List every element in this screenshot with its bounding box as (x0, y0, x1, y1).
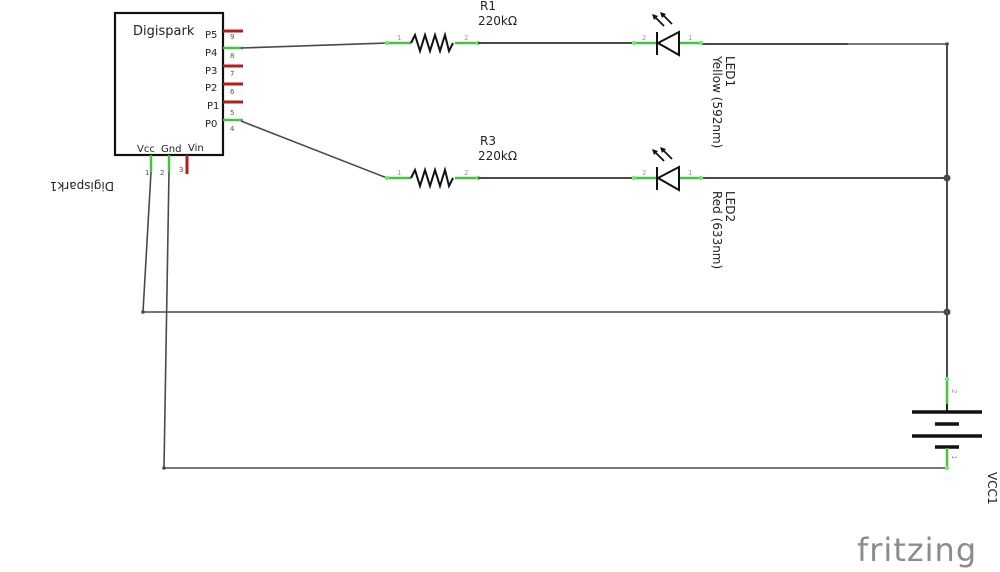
vcc-pin2-num: 2 (950, 389, 958, 393)
pin-p2-label: P2 (205, 83, 217, 94)
vcc-battery[interactable]: 2 1 VCC1 (912, 376, 999, 505)
led2-component[interactable]: 2 1 LED2 Red (633nm) (631, 147, 737, 269)
pin-p0-label: P0 (205, 119, 217, 130)
diode-triangle-icon (655, 30, 680, 57)
resistor-r1[interactable]: 1 2 R1 220kΩ (384, 0, 517, 55)
r1-pin2-num: 2 (464, 34, 468, 42)
led2-pin2-num: 2 (642, 169, 646, 177)
r1-pin1-dot (384, 40, 390, 46)
pin-p3-label: P3 (205, 66, 217, 77)
r1-pin1-num: 1 (397, 34, 401, 42)
wire-end-dot (141, 310, 145, 314)
pin-p3-num: 7 (230, 70, 234, 78)
r3-value: 220kΩ (478, 149, 517, 163)
r1-ref: R1 (480, 0, 496, 13)
r3-pin1-num: 1 (397, 169, 401, 177)
vcc-pin2-dot (944, 376, 950, 382)
pin-p5-num: 9 (230, 33, 234, 41)
led1-pin2-dot (631, 40, 637, 46)
wire-end-dot (162, 466, 166, 470)
vcc-pin1-num: 1 (950, 455, 958, 459)
pin-p2[interactable]: P2 6 (205, 82, 243, 96)
led1-pin2-num: 2 (642, 34, 646, 42)
light-emit-arrows-icon (652, 147, 673, 162)
resistor-r3[interactable]: 1 2 R3 220kΩ (384, 134, 517, 190)
resistor-zigzag-icon (410, 166, 454, 190)
pin-vin[interactable]: Vin 3 (179, 143, 204, 174)
pin-vin-label: Vin (188, 143, 204, 154)
pin-p1-num: 5 (230, 109, 234, 117)
resistor-zigzag-icon (410, 31, 454, 55)
pin-vcc-num: 1 (145, 169, 149, 177)
wire-end-dot (945, 42, 949, 46)
wire-vcc-down[interactable] (142, 171, 152, 313)
pin-p3[interactable]: P3 7 (205, 64, 243, 78)
pin-gnd[interactable]: Gnd 2 (160, 144, 181, 177)
led1-pin1-num: 1 (688, 34, 692, 42)
diode-triangle-icon (655, 165, 680, 192)
digispark-title: Digispark (133, 24, 195, 39)
led1-desc: Yellow (592nm) (710, 55, 724, 148)
pin-p1[interactable]: P1 5 (207, 100, 243, 117)
wires (141, 42, 951, 470)
wire-p4-r1[interactable] (240, 42, 388, 49)
light-emit-arrows-icon (652, 12, 673, 27)
junction-dot (943, 308, 951, 316)
digispark-body (113, 11, 225, 157)
led1-ref: LED1 (723, 56, 737, 87)
pin-p4[interactable]: P4 8 (205, 46, 243, 60)
pin-p4-label: P4 (205, 48, 217, 59)
fritzing-logo: fritzing (857, 531, 977, 569)
pin-p2-num: 6 (230, 88, 235, 96)
wire-p0-r3[interactable] (240, 120, 388, 179)
pin-p0[interactable]: P0 4 (205, 118, 243, 133)
pin-p4-num: 8 (230, 52, 234, 60)
vcc-pin1-dot (944, 465, 950, 471)
pin-gnd-label: Gnd (161, 144, 181, 155)
led2-pin2-dot (631, 175, 637, 181)
pin-vcc-label: Vcc (137, 144, 155, 155)
digispark-component[interactable]: Digispark P5 9 P4 8 P3 7 P2 6 P1 5 P0 (50, 11, 243, 193)
r1-value: 220kΩ (478, 14, 517, 28)
led2-pin1-num: 1 (688, 169, 692, 177)
led2-desc: Red (633nm) (710, 191, 724, 269)
wire-gnd-down[interactable] (163, 171, 170, 469)
pin-vin-num: 3 (179, 166, 183, 174)
pin-p1-label: P1 (207, 101, 219, 112)
r3-pin1-dot (384, 175, 390, 181)
vcc-ref: VCC1 (985, 472, 999, 505)
junction-dot (943, 174, 951, 182)
led1-component[interactable]: 2 1 LED1 Yellow (592nm) (631, 12, 737, 148)
r3-pin2-num: 2 (464, 169, 468, 177)
led1-pin1-dot (698, 40, 704, 46)
pin-gnd-num: 2 (160, 169, 164, 177)
pin-p0-num: 4 (230, 125, 235, 133)
pin-vcc[interactable]: Vcc 1 (137, 144, 155, 177)
pin-p5-label: P5 (205, 30, 217, 41)
r3-ref: R3 (480, 134, 496, 148)
digispark-ref-label: Digispark1 (50, 179, 114, 193)
pin-p5[interactable]: P5 9 (205, 29, 243, 41)
led2-ref: LED2 (723, 191, 737, 222)
led2-pin1-dot (698, 175, 704, 181)
